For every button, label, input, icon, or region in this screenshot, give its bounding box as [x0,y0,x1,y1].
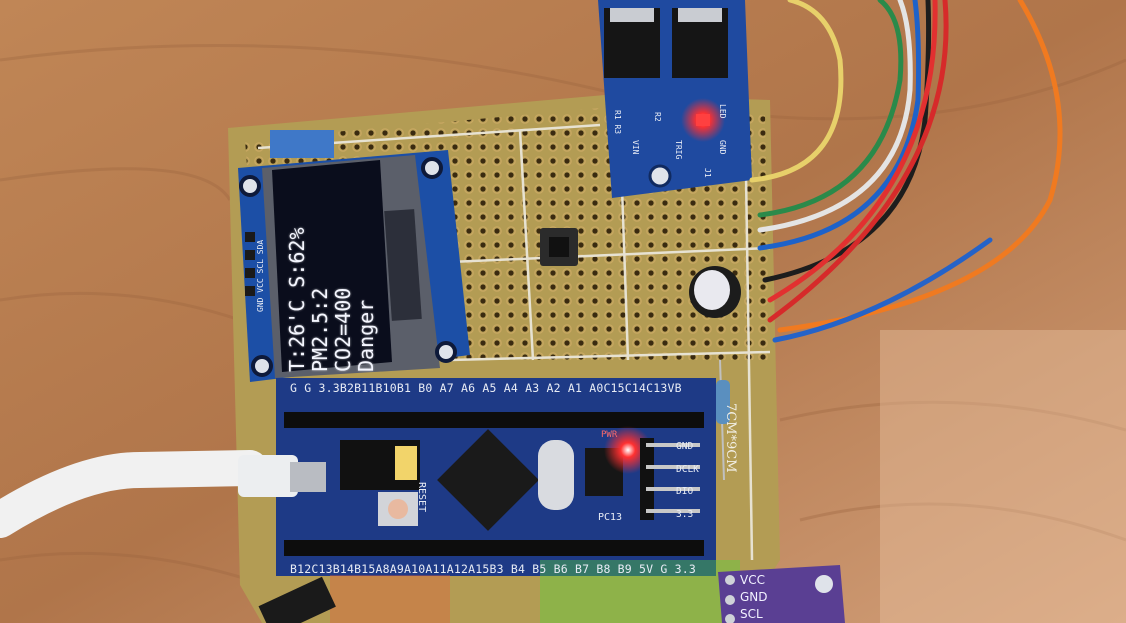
oled-ribbon [270,130,334,158]
relay-label-r2: R2 [653,112,662,122]
usb-cable [0,450,268,538]
crystal-oscillator [538,440,574,510]
debug-header-pins [640,438,654,520]
pc13-label: PC13 [598,512,623,523]
wood-grain [0,43,1126,582]
oled-flex-connector [384,209,422,321]
usb-connector [290,462,326,492]
oled-header-pins [245,232,255,296]
debug-pin-wires [646,443,700,513]
oled-mount-holes [239,157,457,377]
sensor-pads [725,575,735,623]
oled-pin-labels: GND VCC SCL SDA [256,239,265,312]
debug-pin-3v3: 3.3 [676,508,694,520]
blue-pill-top-header [284,412,704,428]
mosfet-tab-2 [678,8,722,22]
oled-line-pm25: PM2.5:2 [308,287,332,372]
relay-label-trig: TRIG [674,140,683,160]
relay-label-led: LED [718,104,727,119]
blue-pill-top-pin-labels: G G 3.3B2B11B10B1 B0 A7 A6 A5 A4 A3 A2 A… [290,381,682,395]
oled-line-status: Danger [354,299,378,372]
board-size-label: 7CM*9CM [723,403,738,473]
pwr-label: PWR [601,430,618,440]
usb-plug [238,455,298,497]
debug-pin-gnd: GND [676,441,694,452]
debug-pin-dio: DIO [676,486,694,497]
boot-jumper-yellow [395,446,417,480]
relay-label-gnd: GND [718,140,727,155]
relay-label-r1-r3: R1 R3 [613,110,622,135]
oled-display-text: T:26'C S:62% PM2.5:2 CO2=400 Danger [285,227,378,373]
sensor-pin-scl: SCL [740,607,763,621]
blue-pill-bottom-pin-labels: B12C13B14B15A8A9A10A11A12A15B3 B4 B5 B6 … [290,562,697,576]
oled-screen [272,160,392,372]
oled-line-co2: CO2=400 [331,287,355,372]
sensor-pin-gnd: GND [740,590,768,604]
debug-pin-dclk: DCLK [676,463,699,475]
relay-status-led [696,114,710,126]
module-mount-hole [648,164,672,188]
bottom-red-glow [330,575,450,623]
light-patch [880,330,1126,623]
bottom-green-glow [540,560,740,623]
resistor [716,380,730,424]
relay-label-vin: VIN [631,140,640,155]
sensor-module-board [718,565,845,623]
capacitor-top [694,270,730,310]
foreground-dark-object [258,576,336,623]
reset-label: RESET [416,482,427,513]
sensor-pin-vcc: VCC [740,573,765,587]
sensor-pin-labels: VCC GND SCL [740,572,768,623]
oled-line-temp-humidity: T:26'C S:62% [285,227,309,373]
debug-pin-labels: GND DCLK DIO 3.3 [676,436,699,526]
blue-pill-bottom-header [284,540,704,556]
jumper-wires [749,0,1063,343]
reset-button-cap [388,499,408,519]
sensor-mount-hole [815,575,833,593]
push-button-cap [549,237,569,257]
relay-label-j1: J1 [703,168,712,178]
mosfet-tab-1 [610,8,654,22]
